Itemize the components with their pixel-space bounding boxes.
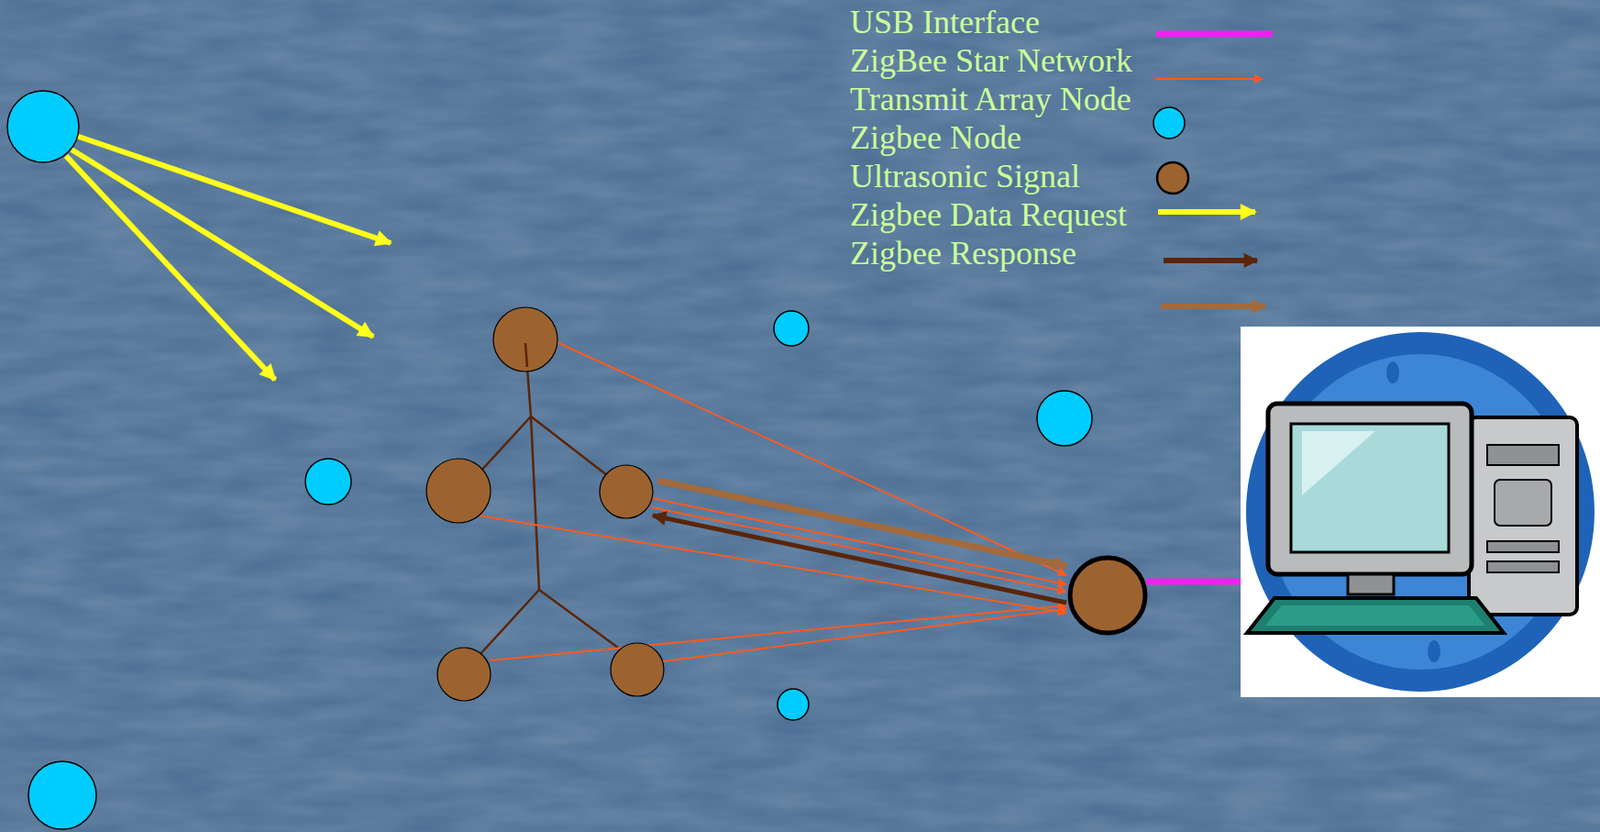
response-sample — [1160, 303, 1266, 309]
legend-label: USB Interface — [849, 2, 1040, 42]
monitor-frame — [1268, 403, 1472, 574]
computer-icon — [1240, 326, 1600, 697]
legend-label: ZigBee Star Network — [849, 41, 1133, 80]
star-network-links — [479, 341, 1067, 662]
neck-line — [525, 342, 528, 367]
star-arrow — [489, 605, 1067, 661]
star-arrow — [479, 515, 1067, 613]
transmit-array-node — [305, 458, 352, 505]
zigbee-node — [610, 642, 664, 696]
clipart-disc — [1246, 331, 1595, 692]
computer-tower — [1468, 417, 1578, 615]
transmit-array-node — [773, 310, 809, 346]
leg-line — [539, 589, 618, 648]
arm-line — [530, 416, 607, 475]
ultrasonic-arrow — [66, 155, 276, 380]
transmit-array-node — [28, 761, 97, 829]
zigbee-node — [599, 464, 653, 519]
tower-panel — [1494, 479, 1552, 526]
spine-line — [530, 416, 540, 590]
usb-sample — [1156, 31, 1273, 38]
legend-label: Zigbee Node — [849, 118, 1022, 157]
ultrasonic-sample — [1158, 209, 1256, 215]
request-arrow — [652, 515, 1067, 603]
keys — [1265, 605, 1486, 626]
ultrasonic-arrow — [76, 135, 391, 243]
screen-glare — [1302, 430, 1376, 496]
star-network-sample — [1156, 77, 1263, 80]
zigbee-node — [437, 647, 491, 701]
legend-label: Zigbee Response — [849, 233, 1077, 273]
leg-line — [479, 589, 540, 655]
legend-label: Zigbee Data Request — [849, 195, 1127, 234]
legend-label: Transmit Array Node — [849, 79, 1132, 119]
monitor-screen — [1291, 423, 1449, 552]
legend-label: Ultrasonic Signal — [849, 156, 1081, 196]
transmit-array-node — [1037, 390, 1093, 446]
drive-bay — [1487, 540, 1559, 552]
star-arrow — [651, 497, 1067, 585]
zigbee-node — [426, 458, 491, 523]
clipart-dot — [1427, 640, 1441, 663]
coordinator-node — [1070, 557, 1146, 633]
request-sample — [1163, 257, 1258, 264]
clipart-dot — [1386, 361, 1400, 384]
arm-line — [479, 416, 531, 473]
transmit-array-node — [777, 688, 809, 720]
zigbee-node-sample — [1157, 162, 1189, 194]
body-skeleton — [479, 342, 618, 655]
zigbee-node — [493, 307, 558, 372]
response-arrow — [657, 480, 1067, 566]
transmit-array-node — [7, 90, 79, 163]
star-arrow — [662, 608, 1067, 662]
ultrasonic-arrow — [71, 149, 374, 337]
transmit-node-sample — [1153, 107, 1185, 139]
keyboard — [1246, 597, 1504, 633]
monitor-stand — [1347, 573, 1394, 595]
drive-bay — [1487, 444, 1559, 465]
clipart-ground — [1240, 326, 1600, 697]
drive-bay — [1487, 561, 1559, 573]
